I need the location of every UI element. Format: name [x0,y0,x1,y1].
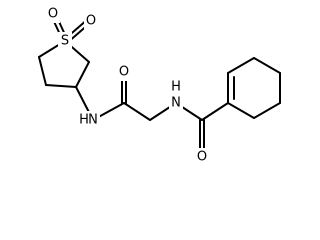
atom-nitrogen-amide-1: N [86,111,100,129]
atom-hydrogen-amide-2: H [171,80,181,95]
atom-label-n1: N [88,113,98,128]
atom-sulfur: S [58,32,72,50]
atom-label-h2: H [171,80,181,95]
molecule-structure-diagram: S O O N H O N H [38,5,281,166]
atom-oxygen-sulfonyl-2: O [84,12,98,30]
atom-label-n2: N [171,96,181,111]
atom-label-o4: O [197,150,207,165]
bond-c6-c7 [123,102,151,121]
bond-c11-c12 [253,57,281,74]
atom-label-h1: H [79,113,89,128]
atom-label-o1: O [48,7,58,22]
bond-c13-c14 [253,102,281,119]
atom-label-o2: O [86,14,96,29]
atoms: S O O N H O N H [46,5,209,166]
bond-c8-c9 [201,102,229,121]
bonds [38,12,281,151]
bond-c3-c4 [45,84,77,88]
bond-c2-c3 [38,56,47,86]
atom-nitrogen-amide-2: N [169,94,183,112]
atom-label-s1: S [61,34,69,49]
bond-c10-c11 [227,57,255,74]
bond-c4-c5 [75,61,90,88]
atom-oxygen-sulfonyl-1: O [46,5,60,23]
atom-hydrogen-amide-1: H [79,111,89,129]
atom-oxygen-carbonyl-1: O [117,63,131,81]
atom-oxygen-carbonyl-2: O [195,148,209,166]
bond-c14-c9 [227,102,255,119]
atom-label-o3: O [119,65,129,80]
